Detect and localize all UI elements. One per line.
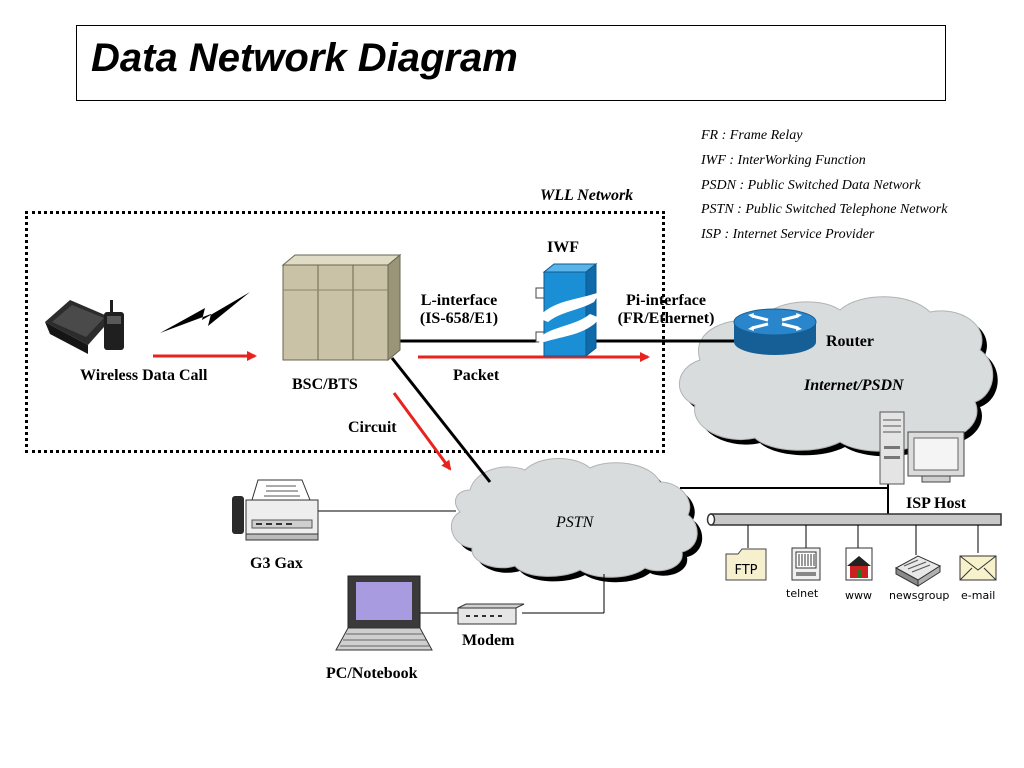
wireless-data-call-label: Wireless Data Call bbox=[80, 367, 208, 384]
iwf-label: IWF bbox=[547, 239, 579, 256]
legend-item: PSTN : Public Switched Telephone Network bbox=[701, 202, 948, 218]
legend-item: IWF : InterWorking Function bbox=[701, 152, 866, 168]
envelope-icon bbox=[959, 555, 997, 581]
house-icon bbox=[845, 547, 873, 581]
packet-label: Packet bbox=[453, 367, 500, 384]
isp-host-server-icon bbox=[879, 411, 965, 485]
circuit-label: Circuit bbox=[348, 419, 397, 436]
router-icon bbox=[733, 308, 817, 355]
modem-icon bbox=[457, 603, 525, 625]
pi-interface-name: Pi-interface bbox=[626, 292, 706, 309]
l-interface-name: L-interface bbox=[420, 292, 498, 309]
legend-item: PSDN : Public Switched Data Network bbox=[701, 177, 921, 193]
page-title: Data Network Diagram bbox=[91, 36, 518, 80]
l-interface-spec: (IS-658/E1) bbox=[419, 310, 499, 327]
www-label: www bbox=[845, 589, 872, 602]
wireless-terminal-icon bbox=[45, 300, 124, 354]
wireless-signal-icon bbox=[160, 292, 250, 333]
e-mail-label: e-mail bbox=[961, 589, 996, 602]
fax-machine-icon bbox=[232, 479, 319, 541]
wll-network-boundary bbox=[25, 211, 665, 453]
title-box: Data Network Diagram bbox=[76, 25, 946, 101]
newspaper-icon bbox=[894, 555, 942, 587]
connection-lines bbox=[318, 339, 889, 614]
pstn-cloud bbox=[451, 458, 703, 583]
bsc-pstn-link bbox=[390, 357, 492, 483]
notebook-pc-icon bbox=[335, 575, 433, 651]
legend-item: FR : Frame Relay bbox=[701, 128, 803, 143]
newsgroup-label: newsgroup bbox=[889, 589, 950, 602]
l-interface-label: L-interface (IS-658/E1) bbox=[406, 292, 512, 328]
isp-host-label: ISP Host bbox=[906, 495, 967, 512]
telnet-label: telnet bbox=[786, 587, 819, 600]
internet-psdn-label: Internet/PSDN bbox=[804, 377, 904, 394]
wll-network-label: WLL Network bbox=[540, 187, 634, 204]
flow-arrows bbox=[153, 351, 650, 471]
ftp-folder-icon: FTP bbox=[725, 548, 767, 581]
bsc-bts-cabinet-icon bbox=[281, 253, 402, 362]
isp-service-bus bbox=[706, 513, 1002, 555]
ftp-icon-text: FTP bbox=[734, 563, 757, 578]
circuit-arrow bbox=[392, 392, 452, 471]
pi-interface-label: Pi-interface (FR/Ethernet) bbox=[604, 292, 728, 328]
modem-label: Modem bbox=[462, 632, 515, 649]
terminal-icon bbox=[791, 547, 821, 581]
pstn-label: PSTN bbox=[556, 514, 594, 531]
iwf-unit-icon bbox=[535, 262, 600, 358]
router-label: Router bbox=[826, 333, 874, 350]
g3-fax-label: G3 Gax bbox=[250, 555, 303, 572]
pc-notebook-label: PC/Notebook bbox=[326, 665, 418, 682]
bsc-bts-label: BSC/BTS bbox=[292, 376, 358, 393]
pi-interface-spec: (FR/Ethernet) bbox=[617, 310, 715, 327]
abbreviation-legend: FR : Frame Relay IWF : InterWorking Func… bbox=[701, 124, 947, 248]
legend-item: ISP : Internet Service Provider bbox=[701, 227, 875, 243]
